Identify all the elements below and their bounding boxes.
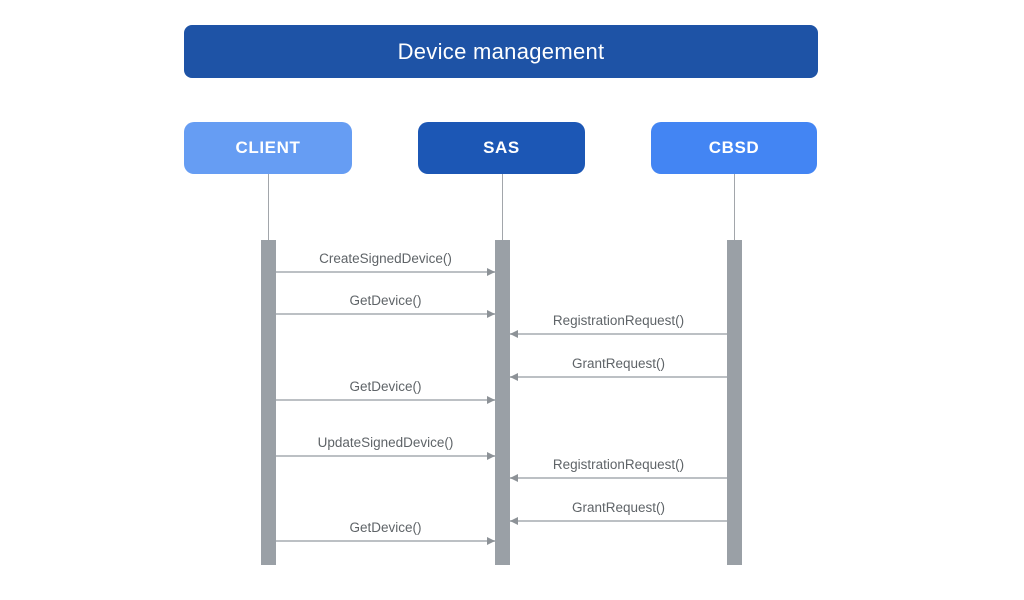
message-label: GetDevice() [349,379,422,394]
actor-sas-label: SAS [483,138,520,157]
message-arrowhead [487,268,495,276]
lifeline-cbsd [734,174,735,240]
actor-cbsd-label: CBSD [708,138,760,157]
message-arrowhead [487,396,495,404]
actor-sas: SAS [418,122,585,174]
message-arrow [276,540,495,542]
message-arrow [510,333,727,335]
message-arrow [510,477,727,479]
message-arrow [510,520,727,522]
message-arrowhead [487,537,495,545]
lifeline-client [268,174,269,240]
message-arrow [276,399,495,401]
activation-bar-sas [495,240,510,565]
actor-cbsd: CBSD [651,122,817,174]
activation-bar-client [261,240,276,565]
message-arrowhead [510,330,518,338]
diagram-title-bar: Device management [184,25,818,78]
message-arrowhead [487,310,495,318]
message-label: GetDevice() [349,520,422,535]
message-arrowhead [510,373,518,381]
actor-client-label: CLIENT [235,138,301,157]
message-arrowhead [487,452,495,460]
message-arrowhead [510,517,518,525]
message-arrow [276,313,495,315]
message-label: RegistrationRequest() [552,313,685,328]
message-label: GetDevice() [349,293,422,308]
activation-bar-cbsd [727,240,742,565]
actor-client: CLIENT [184,122,352,174]
diagram-title: Device management [397,38,605,64]
message-arrow [276,455,495,457]
message-label: GrantRequest() [571,500,666,515]
message-label: UpdateSignedDevice() [317,435,454,450]
message-arrow [510,376,727,378]
message-label: GrantRequest() [571,356,666,371]
message-arrowhead [510,474,518,482]
message-label: RegistrationRequest() [552,457,685,472]
lifeline-sas [502,174,503,240]
message-label: CreateSignedDevice() [319,251,452,266]
message-arrow [276,271,495,273]
